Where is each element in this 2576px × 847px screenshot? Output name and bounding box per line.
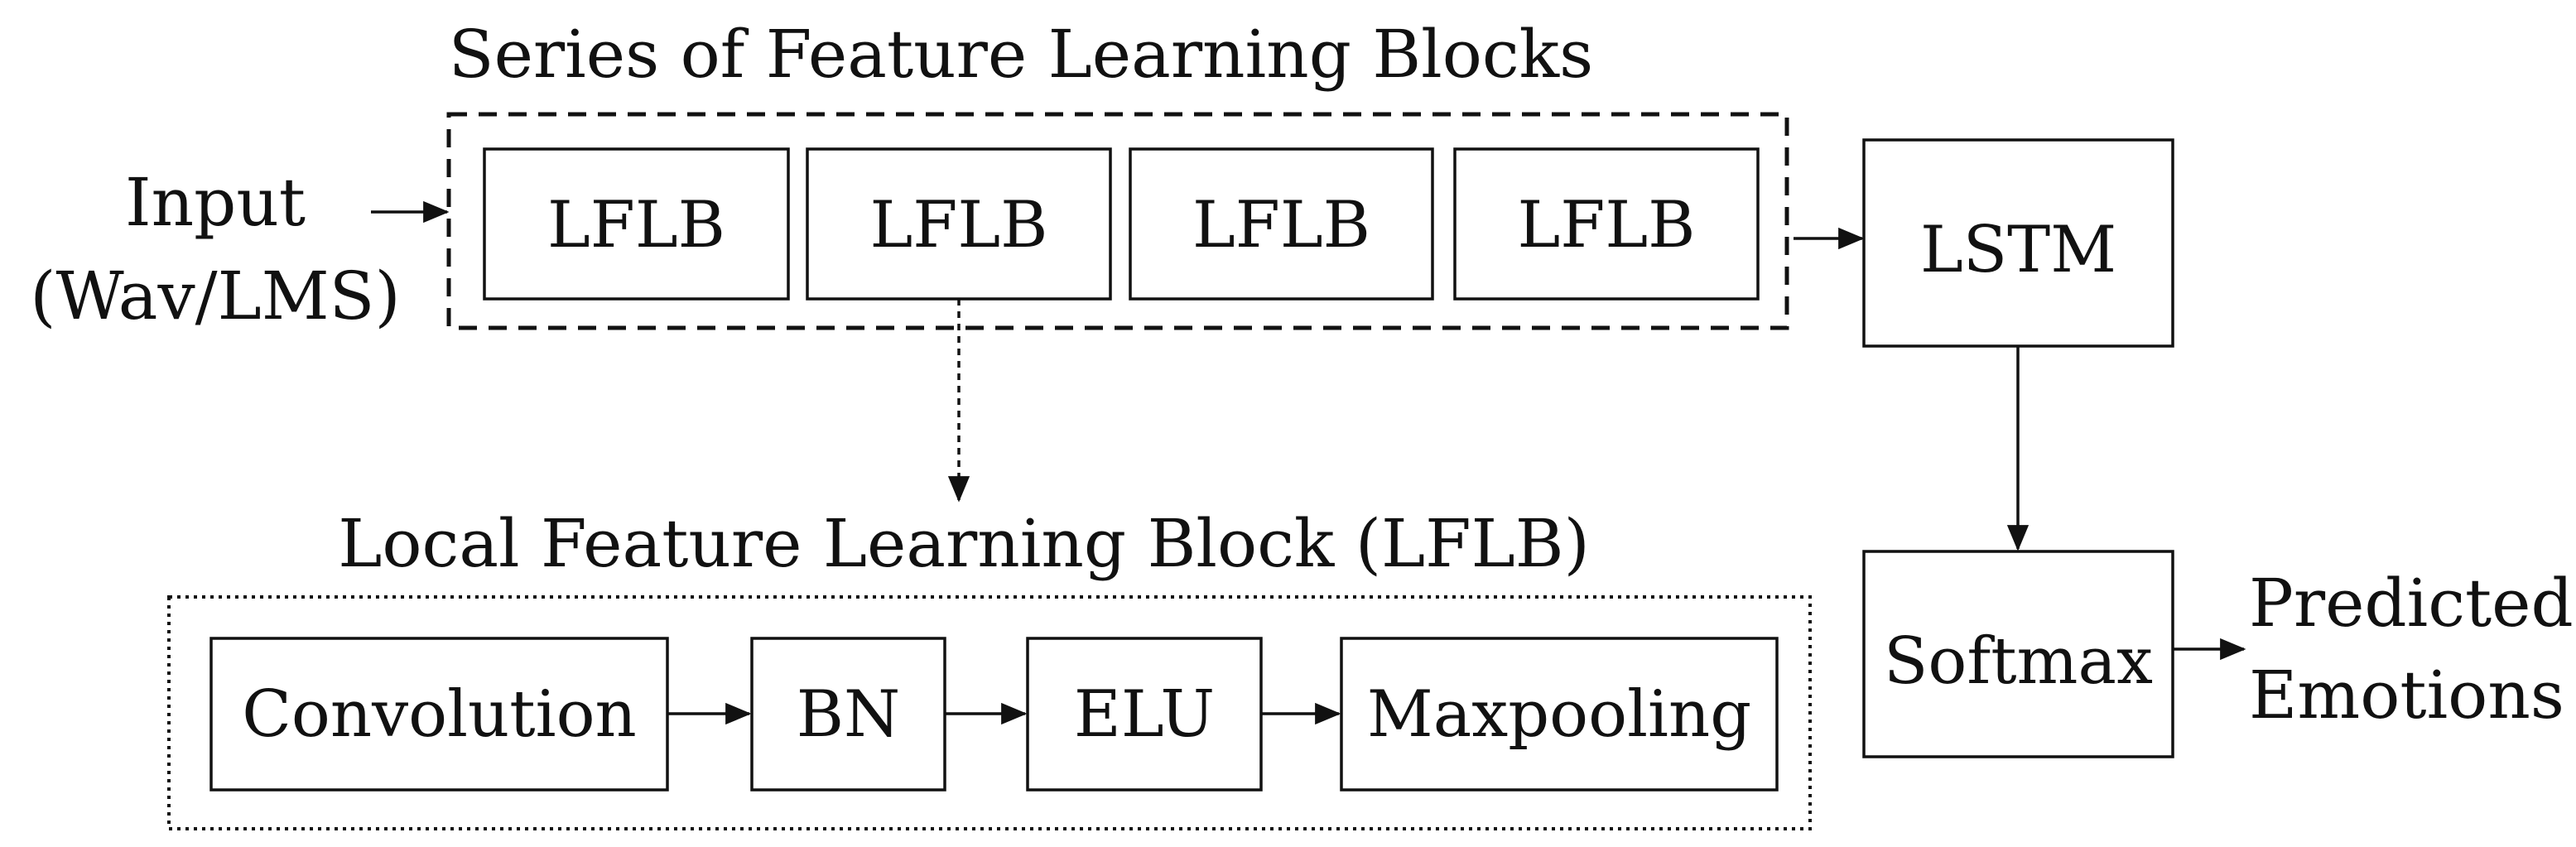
lflb-detail-title: Local Feature Learning Block (LFLB) <box>338 505 1590 582</box>
input-label: Input (Wav/LMS) <box>30 164 400 334</box>
series-group-title: Series of Feature Learning Blocks <box>449 16 1593 93</box>
elu-label: ELU <box>1074 677 1215 752</box>
convolution-box: Convolution <box>209 637 669 792</box>
series-group-border <box>446 112 1789 330</box>
lflb-block-1: LFLB <box>483 147 790 301</box>
lflb-block-2-label: LFLB <box>869 188 1047 262</box>
lflb-block-3: LFLB <box>1129 147 1434 301</box>
input-label-line2: (Wav/LMS) <box>30 257 400 334</box>
output-label-line2: Emotions <box>2249 657 2564 734</box>
lstm-box: LSTM <box>1862 138 2174 348</box>
output-label-line1: Predicted <box>2249 565 2574 642</box>
bn-box: BN <box>750 637 946 792</box>
lflb-block-4: LFLB <box>1453 147 1760 301</box>
maxpooling-box: Maxpooling <box>1340 637 1779 792</box>
elu-box: ELU <box>1026 637 1263 792</box>
maxpooling-label: Maxpooling <box>1367 677 1751 752</box>
lflb-block-4-label: LFLB <box>1517 188 1695 262</box>
softmax-box: Softmax <box>1862 550 2174 758</box>
convolution-label: Convolution <box>242 677 637 752</box>
input-label-line1: Input <box>125 164 306 241</box>
lflb-detail-border <box>167 595 1812 830</box>
lflb-block-2: LFLB <box>806 147 1112 301</box>
softmax-label: Softmax <box>1884 624 2153 699</box>
output-label: Predicted Emotions <box>2249 565 2574 734</box>
lflb-block-1-label: LFLB <box>547 188 725 262</box>
lstm-label: LSTM <box>1920 213 2116 287</box>
lflb-block-3-label: LFLB <box>1192 188 1370 262</box>
bn-label: BN <box>797 677 901 752</box>
